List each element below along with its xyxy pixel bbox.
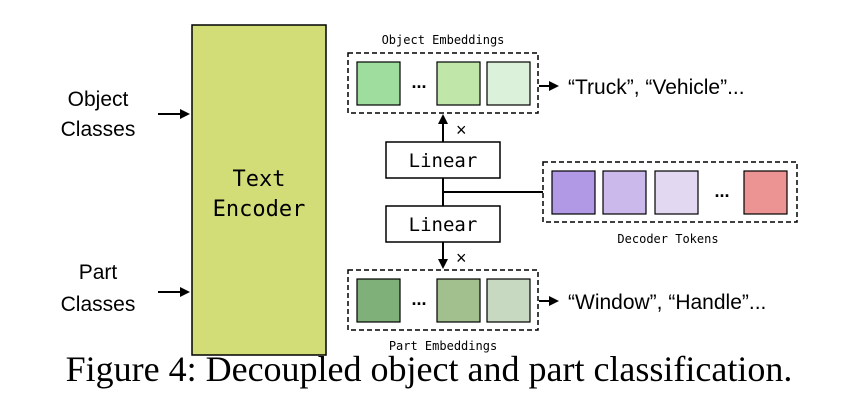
part-embedding-square [486, 278, 531, 323]
object-embeddings-ellipsis: ... [411, 72, 426, 92]
object-embeddings-title: Object Embeddings [382, 33, 505, 47]
object-embedding-square [436, 61, 481, 106]
decoder-token-square [551, 170, 596, 215]
text-encoder-label-line2: Encoder [213, 197, 306, 222]
object-classes-label-line1: Object [68, 88, 129, 111]
object-embedding-square [486, 61, 531, 106]
decoder-tokens-ellipsis: ... [714, 181, 729, 201]
decoder-token-square [654, 170, 699, 215]
part-embeddings-container [347, 269, 539, 331]
part-embeddings-ellipsis: ... [411, 289, 426, 309]
object-classes-label-line2: Classes [61, 118, 136, 141]
part-embedding-square [356, 278, 401, 323]
decoder-tokens-title: Decoder Tokens [617, 232, 718, 246]
linear-bottom-label: Linear [409, 214, 478, 236]
multiply-bottom-symbol: × [456, 248, 467, 268]
part-embedding-square [436, 278, 481, 323]
decoder-token-square [743, 170, 788, 215]
text-encoder-label-line1: Text [233, 167, 286, 192]
part-classes-label-line1: Part [79, 261, 118, 284]
object-embeddings-container [347, 52, 539, 114]
figure-caption: Figure 4: Decoupled object and part clas… [65, 349, 793, 389]
object-embedding-square [356, 61, 401, 106]
multiply-top-symbol: × [456, 120, 467, 140]
part-output-text: “Window”, “Handle”... [568, 291, 766, 314]
text-encoder-box [191, 24, 327, 356]
linear-top-label: Linear [409, 150, 478, 172]
object-output-text: “Truck”, “Vehicle”... [568, 76, 745, 99]
decoder-token-square [602, 170, 647, 215]
linear-top-box [385, 141, 501, 179]
part-embeddings-title: Part Embeddings [389, 339, 497, 353]
part-classes-label-line2: Classes [61, 293, 136, 316]
decoder-tokens-container [542, 161, 798, 223]
